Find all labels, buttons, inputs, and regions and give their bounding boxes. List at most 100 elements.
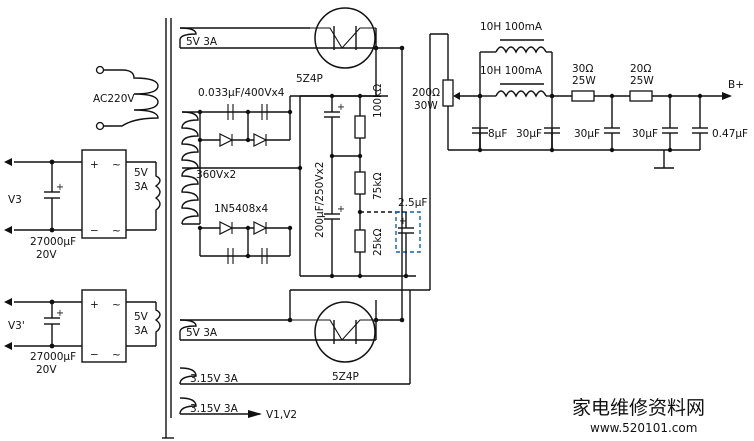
ac-terminal-top — [95, 65, 105, 75]
v3-supply: + − ~ ~ + V3 27000μF 20V 5V 3A — [4, 149, 161, 261]
ac-terminal-bottom — [95, 121, 105, 131]
v3-cap-value: 27000μF — [30, 236, 76, 248]
tube-top-label: 5Z4P — [296, 73, 323, 85]
v3p-cap-plus: + — [56, 308, 64, 319]
v3p-winding-current: 3A — [134, 325, 149, 337]
filament-target-label: V1,V2 — [266, 409, 297, 421]
cap-30a-label: 30μF — [516, 128, 542, 140]
v3p-bridge-ac-1: ~ — [112, 299, 121, 311]
hv-winding-label: 360Vx2 — [196, 169, 236, 181]
cap-2-5-label: 2.5μF — [398, 197, 427, 209]
tube-bottom-envelope — [314, 301, 376, 363]
watermark-chinese: 家电维修资料网 — [572, 397, 705, 419]
v3-arrow-top — [4, 158, 12, 166]
v3p-bridge-ac-2: ~ — [112, 349, 121, 361]
diode-label: 1N5408x4 — [214, 203, 268, 215]
mid-network: + + 200μF/250Vx2 100kΩ 75kΩ 25kΩ 2.5μF + — [290, 33, 448, 384]
cap200-plus-2: + — [337, 204, 345, 215]
bridge-node-ml — [197, 137, 203, 143]
b-plus-label: B+ — [728, 79, 744, 91]
diode-bottom-2 — [253, 221, 268, 235]
res-20-ohm — [629, 90, 653, 102]
cap200-node-top — [329, 93, 335, 99]
diode-bottom-1 — [219, 221, 234, 235]
top-winding-label: 5V 3A — [186, 36, 218, 48]
cap-bank-label: 0.033μF/400Vx4 — [198, 87, 285, 99]
v3-bridge-ac-1: ~ — [112, 159, 121, 171]
res-100k-label: 100kΩ — [372, 84, 384, 118]
res-25k — [354, 229, 366, 253]
filter-gnd-node-3 — [609, 147, 615, 153]
res-30-power: 25W — [572, 75, 596, 87]
bridge-node-tl — [197, 109, 203, 115]
res-30-label: 30Ω — [572, 63, 593, 75]
cap25-node-bottom — [403, 273, 409, 279]
rectifier-tube-top: 5Z4P — [290, 7, 405, 97]
filter-gnd-node-1 — [477, 147, 483, 153]
cap30c-node — [667, 93, 673, 99]
v3p-arrow-top — [4, 298, 12, 306]
div-node-top — [357, 93, 363, 99]
v3p-winding-voltage: 5V — [134, 311, 149, 323]
choke-2-label: 10H 100mA — [480, 65, 543, 77]
cap-30c-label: 30μF — [632, 128, 658, 140]
ac-input-label: AC220V — [93, 93, 135, 105]
div-node-bottom — [357, 273, 363, 279]
choke-node-in — [477, 93, 483, 99]
cap-2-5uf-box — [395, 211, 421, 253]
primary-winding — [100, 69, 159, 127]
cap-8-label: 8μF — [488, 128, 507, 140]
v3-bridge-plus: + — [90, 159, 99, 171]
watermark-url: www.520101.com — [590, 421, 697, 435]
cap-30b-label: 30μF — [574, 128, 600, 140]
bridge-node-br — [287, 225, 293, 231]
v3-bridge-ac-2: ~ — [112, 225, 121, 237]
v3-bridge-rectifier — [81, 149, 127, 239]
v3-prime-supply: + − ~ ~ + V3' 27000μF 20V 5V 3A — [4, 289, 161, 376]
filament-arrow — [248, 410, 262, 418]
res200-wiper — [453, 92, 460, 100]
cap200-plus-1: + — [337, 102, 345, 113]
cap-bottom-2 — [261, 248, 268, 264]
cap-top-1 — [227, 104, 234, 120]
bottom-winding-label: 5V 3A — [186, 327, 218, 339]
power-transformer: AC220V 5V 3A 360Vx2 5V 3A 3.15V 3A 3.15V… — [93, 18, 410, 439]
v3-arrow-bottom — [4, 226, 12, 234]
hv-bridge: 0.033μF/400Vx4 1N5408x4 — [197, 87, 293, 264]
v3p-cap-voltage: 20V — [36, 364, 57, 376]
diode-top-1 — [219, 133, 234, 147]
v3p-bridge-rectifier — [81, 289, 127, 363]
v3-winding-voltage: 5V — [134, 167, 149, 179]
div-node-mid — [357, 153, 363, 159]
output-arrow — [722, 92, 732, 100]
choke-2 — [495, 90, 547, 98]
res-100k — [354, 115, 366, 139]
res-25k-label: 25kΩ — [372, 229, 384, 256]
res-200-label: 200Ω — [412, 87, 440, 99]
bridge-node-tr — [287, 109, 293, 115]
filament-a-label: 3.15V 3A — [190, 373, 239, 385]
filter-caps: 8μF 30μF 30μF 30μF 0.47μF — [448, 93, 748, 169]
v3-winding — [154, 162, 161, 230]
res-75k-label: 75kΩ — [372, 173, 384, 200]
output-filter: 200Ω 30W 10H 100mA 10H 100mA 30Ω 25W 20Ω… — [412, 21, 748, 169]
filament-winding-b — [179, 397, 197, 415]
v3-winding-current: 3A — [134, 181, 149, 193]
v3p-arrow-bottom — [4, 342, 12, 350]
cap200-node-bottom — [329, 273, 335, 279]
v3-cap-voltage: 20V — [36, 249, 57, 261]
res-200-power-label: 30W — [414, 100, 438, 112]
choke-1 — [495, 46, 547, 54]
v3-output-label: V3 — [8, 194, 22, 206]
cap-bottom-1 — [227, 248, 234, 264]
res-30-ohm — [571, 90, 595, 102]
res-200-ohm — [442, 79, 454, 107]
v3-cap-plus: + — [56, 182, 64, 193]
cap25-plus: + — [399, 216, 407, 227]
res-75k — [354, 171, 366, 195]
res-20-power: 25W — [630, 75, 654, 87]
filament-b-label: 3.15V 3A — [190, 403, 239, 415]
cap047-node — [697, 93, 703, 99]
v3-bridge-minus: − — [90, 225, 99, 237]
